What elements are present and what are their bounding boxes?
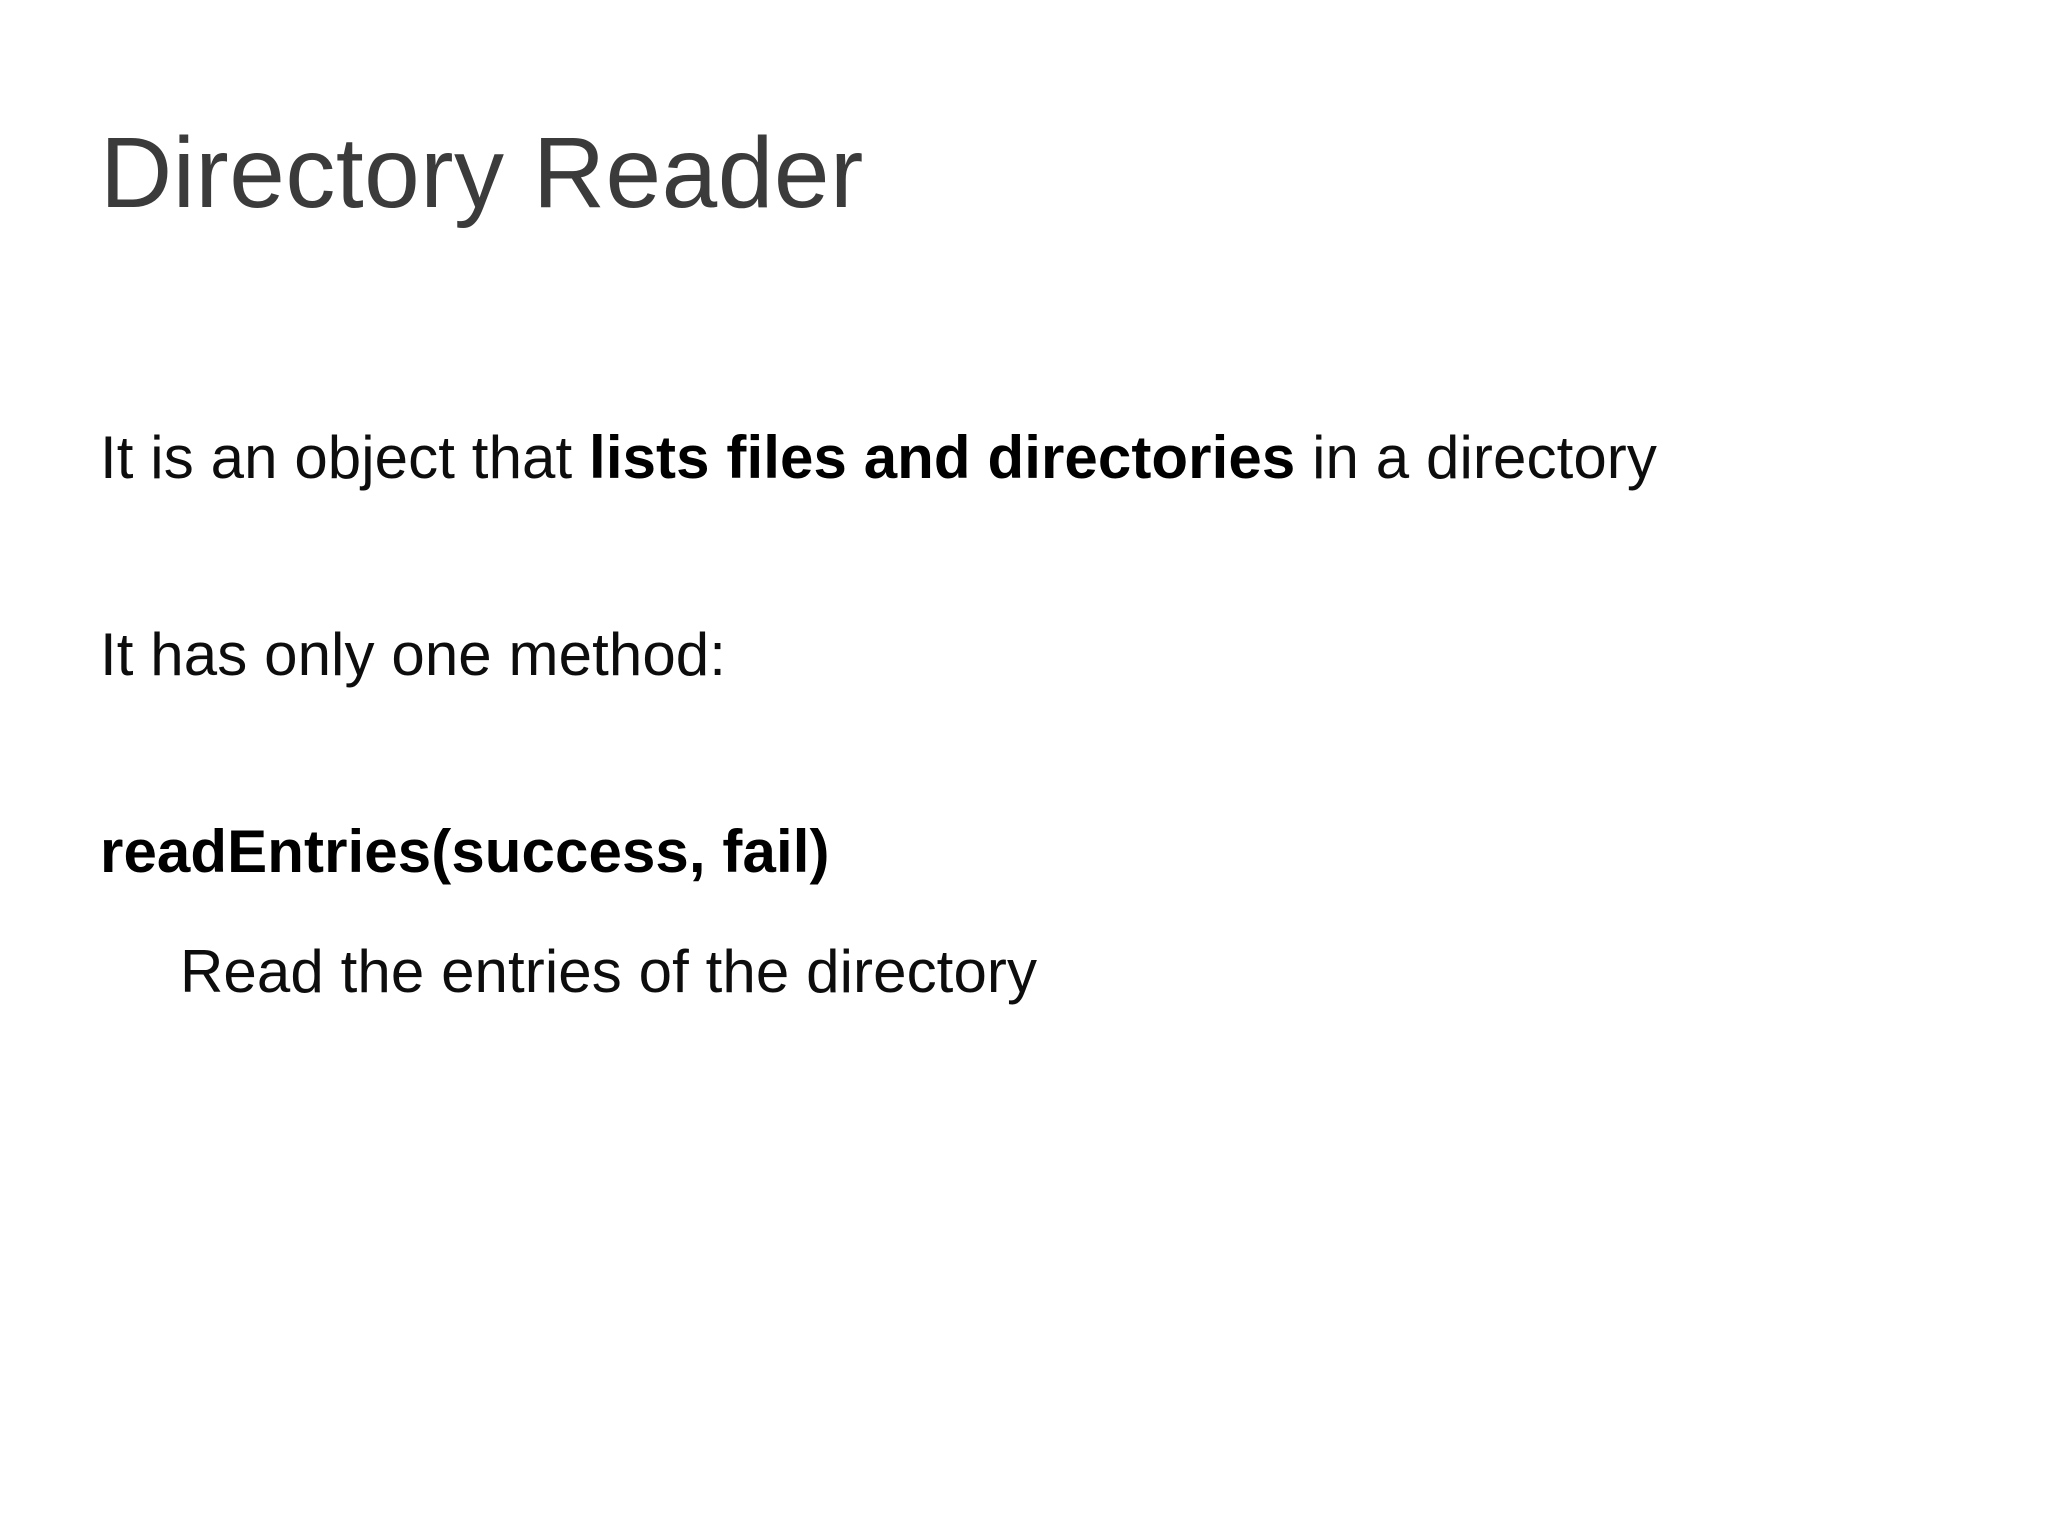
page-title: Directory Reader [100,117,864,229]
intro-text-after-emphasis: in a directory [1295,424,1657,491]
slide-body: It is an object that lists files and dir… [100,368,1960,1062]
methods-intro-paragraph: It has only one method: [100,621,727,688]
intro-text-before-emphasis: It is an object that [100,424,590,491]
method-description: Read the entries of the directory [180,938,1038,1005]
intro-emphasis-text: lists files and directories [589,424,1296,491]
intro-paragraph: It is an object that lists files and dir… [100,428,1960,488]
method-signature: readEntries(success, fail) [100,818,830,885]
